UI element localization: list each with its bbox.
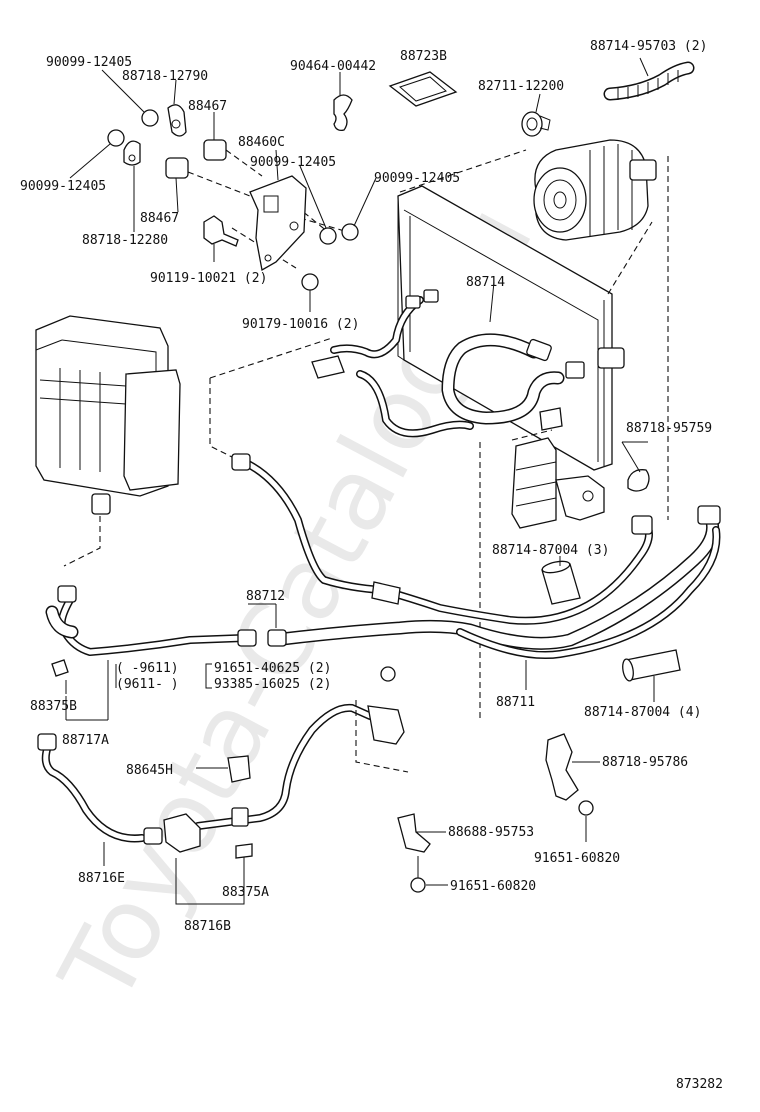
clamp-88718-95759: [621, 441, 650, 492]
label-9611-b: (9611- ): [116, 677, 179, 692]
label-88714-87004-3: 88714-87004 (3): [492, 543, 609, 558]
pressure-switch-88645H: [196, 755, 251, 783]
label-90099-12405-b: 90099-12405: [250, 155, 336, 170]
condenser-core: [397, 149, 669, 720]
cushion-88467-b: [165, 157, 189, 179]
bolt-90119-10021: [203, 215, 239, 247]
label-88723B: 88723B: [400, 49, 447, 64]
nut-90099-12405-c: [319, 227, 337, 245]
label-88714-95703: 88714-95703 (2): [590, 39, 707, 54]
receiver-assembly: [511, 429, 605, 529]
label-88717A: 88717A: [62, 733, 109, 748]
label-88718-95786: 88718-95786: [602, 755, 688, 770]
tube-88716B: [143, 700, 409, 905]
label-88718-95759: 88718-95759: [626, 421, 712, 436]
label-91651-40625: 91651-40625 (2): [214, 661, 331, 676]
label-88375B: 88375B: [30, 699, 77, 714]
bracket-88460C: [249, 175, 307, 272]
bolt-markers: [380, 666, 594, 893]
label-91651-60820-a: 91651-60820: [534, 851, 620, 866]
clip-90464-00442: [333, 72, 353, 132]
tube-88712: [45, 585, 287, 656]
tube-88716E: [37, 733, 146, 866]
label-91651-60820-b: 91651-60820: [450, 879, 536, 894]
condenser-inlet-tube: [311, 289, 474, 438]
label-88718-12790: 88718-12790: [122, 69, 208, 84]
label-88467-a: 88467: [188, 99, 227, 114]
label-88716B: 88716B: [184, 919, 231, 934]
label-88714: 88714: [466, 275, 505, 290]
nut-90179-10016: [301, 273, 319, 291]
block-fitting: [163, 813, 201, 853]
hose-88714-87004-a: [541, 556, 581, 605]
label-88688-95753: 88688-95753: [448, 825, 534, 840]
label-88718-12280: 88718-12280: [82, 233, 168, 248]
label-90099-12405-d: 90099-12405: [20, 179, 106, 194]
evaporator-unit: [35, 315, 181, 567]
label-88712: 88712: [246, 589, 285, 604]
callout-88717A: [65, 660, 109, 721]
discharge-hose-88714: [441, 281, 625, 431]
clip-88375B: [51, 659, 69, 694]
bracket-88688-95753: [397, 813, 446, 853]
diagram-id: 873282: [676, 1077, 723, 1092]
liquid-tube-88711-lines: [231, 453, 721, 690]
nut-90099-12405-a: [141, 109, 159, 127]
year-range-bracket: [115, 663, 212, 689]
label-90119-10021: 90119-10021 (2): [150, 271, 267, 286]
bracket-cluster: [69, 69, 377, 312]
label-88716E: 88716E: [78, 871, 125, 886]
label-88711: 88711: [496, 695, 535, 710]
guide-dashed-outline: [209, 337, 333, 461]
seal-88723B: [388, 71, 458, 107]
cushion-88467-a: [203, 139, 227, 161]
hose-88714-95703: [603, 57, 695, 101]
bracket-88718-95786: [545, 733, 600, 801]
label-90099-12405-a: 90099-12405: [46, 55, 132, 70]
nut-90099-12405-b: [107, 129, 125, 147]
clamp-82711-12200: [521, 93, 551, 137]
label-88375A: 88375A: [222, 885, 269, 900]
label-88645H: 88645H: [126, 763, 173, 778]
label-88467-b: 88467: [140, 211, 179, 226]
label-82711-12200: 82711-12200: [478, 79, 564, 94]
label-88714-87004-4: 88714-87004 (4): [584, 705, 701, 720]
hose-88714-87004-b: [622, 649, 681, 702]
part-labels: 90099-12405 88718-12790 88467 90464-0044…: [20, 39, 723, 1092]
label-88460C: 88460C: [238, 135, 285, 150]
clamp-88718-12280: [123, 140, 141, 166]
label-93385-16025: 93385-16025 (2): [214, 677, 331, 692]
label-90179-10016: 90179-10016 (2): [242, 317, 359, 332]
label-90464-00442: 90464-00442: [290, 59, 376, 74]
label-90099-12405-c: 90099-12405: [374, 171, 460, 186]
label-9611-a: ( -9611): [116, 661, 179, 676]
compressor-assembly: [533, 139, 657, 241]
nut-90099-12405-d: [341, 223, 359, 241]
